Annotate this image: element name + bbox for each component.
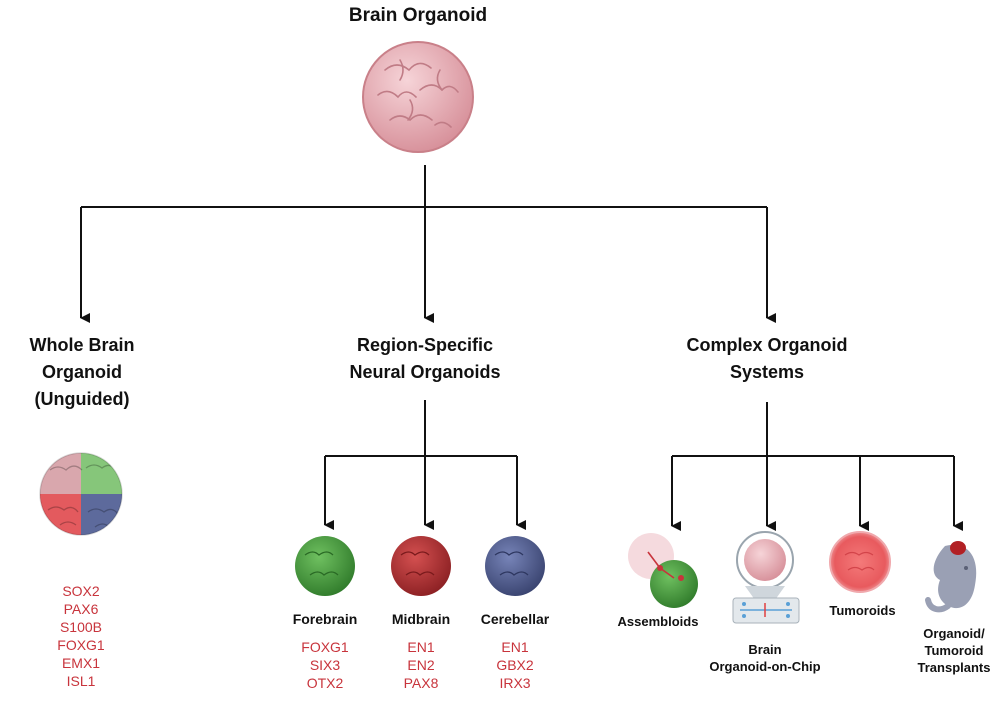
root-connectors — [80, 165, 776, 323]
cerebellar-organoid-image — [485, 536, 545, 596]
subtype-forebrain-label: Forebrain — [292, 611, 358, 627]
midbrain-markers: EN1 EN2 PAX8 — [403, 639, 439, 691]
subtype-tumoroids-label: Tumoroids — [829, 603, 896, 618]
whole-brain-organoid-image — [39, 452, 123, 536]
cerebellar-markers: EN1 GBX2 IRX3 — [496, 639, 534, 691]
forebrain-organoid-image — [295, 536, 355, 596]
category-region-specific-title: Region-Specific Neural Organoids — [349, 335, 501, 382]
forebrain-markers: FOXG1 SIX3 OTX2 — [301, 639, 349, 691]
subtype-assembloids-label: Assembloids — [617, 614, 699, 629]
brain-organoid-image — [362, 41, 474, 153]
whole-brain-markers: SOX2 PAX6 S100B FOXG1 EMX1 ISL1 — [57, 583, 105, 689]
subtype-cerebellar-label: Cerebellar — [480, 611, 550, 627]
root-title: Brain Organoid — [348, 5, 488, 26]
transplant-embryo-image — [925, 541, 977, 613]
region-connectors — [324, 400, 526, 530]
organoid-on-chip-image — [732, 531, 800, 624]
subtype-transplants-label: Organoid/ Tumoroid Transplants — [917, 626, 991, 675]
subtype-organoid-on-chip-label: Brain Organoid-on-Chip — [709, 642, 821, 674]
midbrain-organoid-image — [391, 536, 451, 596]
subtype-midbrain-label: Midbrain — [391, 611, 451, 627]
category-whole-brain-title: Whole Brain Organoid (Unguided) — [29, 335, 135, 409]
category-complex-systems-title: Complex Organoid Systems — [686, 335, 848, 382]
assembloids-image — [628, 533, 698, 608]
complex-connectors — [671, 402, 963, 531]
tumoroids-image — [829, 531, 891, 593]
